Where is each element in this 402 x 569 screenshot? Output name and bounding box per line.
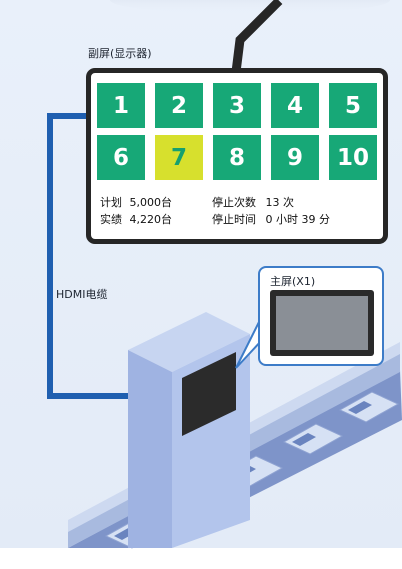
plan-row: 计划 5,000台 xyxy=(100,194,172,211)
tile-4: 4 xyxy=(271,83,319,128)
stop-time-row: 停止时间 0 小时 39 分 xyxy=(212,211,330,228)
main-screen-callout: 主屏(X1) xyxy=(258,266,384,366)
main-screen-label: 主屏(X1) xyxy=(270,275,316,288)
actual-row: 实绩 4,220台 xyxy=(100,211,172,228)
tile-7: 7 xyxy=(155,135,203,180)
ceiling-shade xyxy=(110,0,390,14)
tile-2: 2 xyxy=(155,83,203,128)
main-screen-thumbnail xyxy=(270,290,374,356)
tile-3: 3 xyxy=(213,83,261,128)
plan-value: 5,000台 xyxy=(129,196,173,209)
hdmi-cable-label: HDMI电缆 xyxy=(56,288,108,301)
mount-arm xyxy=(230,0,283,78)
hdmi-cable xyxy=(47,113,130,399)
tile-9: 9 xyxy=(271,135,319,180)
sub-screen-label: 副屏(显示器) xyxy=(88,47,152,60)
tile-8: 8 xyxy=(213,135,261,180)
stop-count-label: 停止次数 xyxy=(212,196,256,209)
stop-count-row: 停止次数 13 次 xyxy=(212,194,294,211)
actual-label: 实绩 xyxy=(100,213,122,226)
stop-time-value: 0 小时 39 分 xyxy=(265,213,331,226)
stop-count-value: 13 次 xyxy=(265,196,295,209)
main-screen-panel xyxy=(182,352,236,436)
plan-label: 计划 xyxy=(100,196,122,209)
tile-1: 1 xyxy=(97,83,145,128)
tile-10: 10 xyxy=(329,135,377,180)
tile-5: 5 xyxy=(329,83,377,128)
machine-body xyxy=(128,312,250,548)
actual-value: 4,220台 xyxy=(129,213,173,226)
main-screen-content xyxy=(276,296,368,350)
tile-6: 6 xyxy=(97,135,145,180)
stop-time-label: 停止时间 xyxy=(212,213,256,226)
